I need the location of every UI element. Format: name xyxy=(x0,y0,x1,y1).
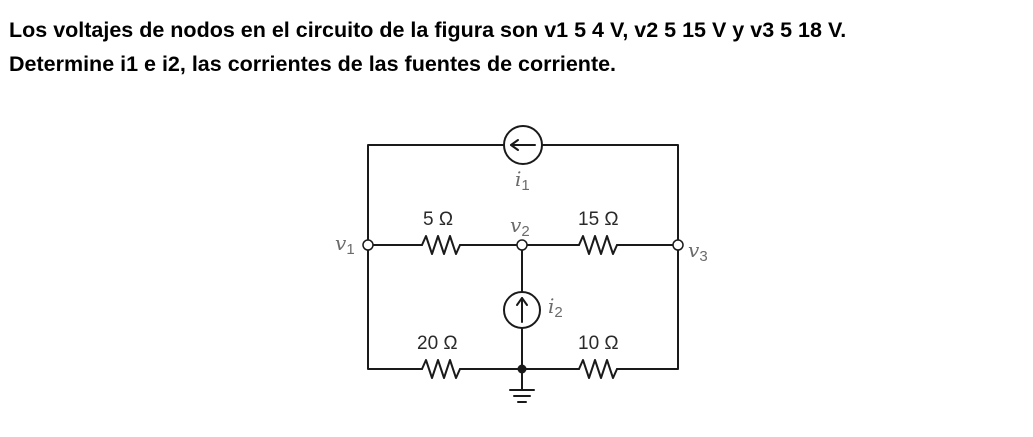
resistor-5-ohm xyxy=(421,235,461,255)
label-resistor-15-ohm: 15 Ω xyxy=(578,209,619,230)
node-v2-terminal xyxy=(516,239,528,251)
problem-line-2: Determine i1 e i2, las corrientes de las… xyxy=(9,52,617,76)
arrow-left-icon xyxy=(510,139,536,151)
arrow-up-icon xyxy=(516,297,528,323)
label-i2: i2 xyxy=(548,294,563,321)
ground-icon xyxy=(509,389,535,403)
wire-top-left xyxy=(367,144,505,246)
label-resistor-20-ohm: 20 Ω xyxy=(417,333,458,354)
label-i1: i1 xyxy=(515,167,530,194)
wire-right-down xyxy=(616,244,679,370)
wire-left-down xyxy=(367,244,423,370)
label-v2: v2 xyxy=(510,213,530,240)
label-resistor-5-ohm: 5 Ω xyxy=(423,209,453,230)
current-source-i2 xyxy=(503,291,541,329)
problem-statement: Los voltajes de nodos en el circuito de … xyxy=(9,13,1024,81)
resistor-20-ohm xyxy=(421,359,461,379)
resistor-10-ohm xyxy=(578,359,618,379)
ground-junction-dot xyxy=(517,364,527,374)
label-resistor-10-ohm: 10 Ω xyxy=(578,333,619,354)
node-v1-terminal xyxy=(362,239,374,251)
label-v1: v1 xyxy=(335,231,355,258)
problem-line-1: Los voltajes de nodos en el circuito de … xyxy=(9,18,847,42)
label-v3: v3 xyxy=(688,238,708,265)
node-v3-terminal xyxy=(672,239,684,251)
resistor-15-ohm xyxy=(578,235,618,255)
current-source-i1 xyxy=(503,125,543,165)
wire-top-right xyxy=(541,144,679,246)
